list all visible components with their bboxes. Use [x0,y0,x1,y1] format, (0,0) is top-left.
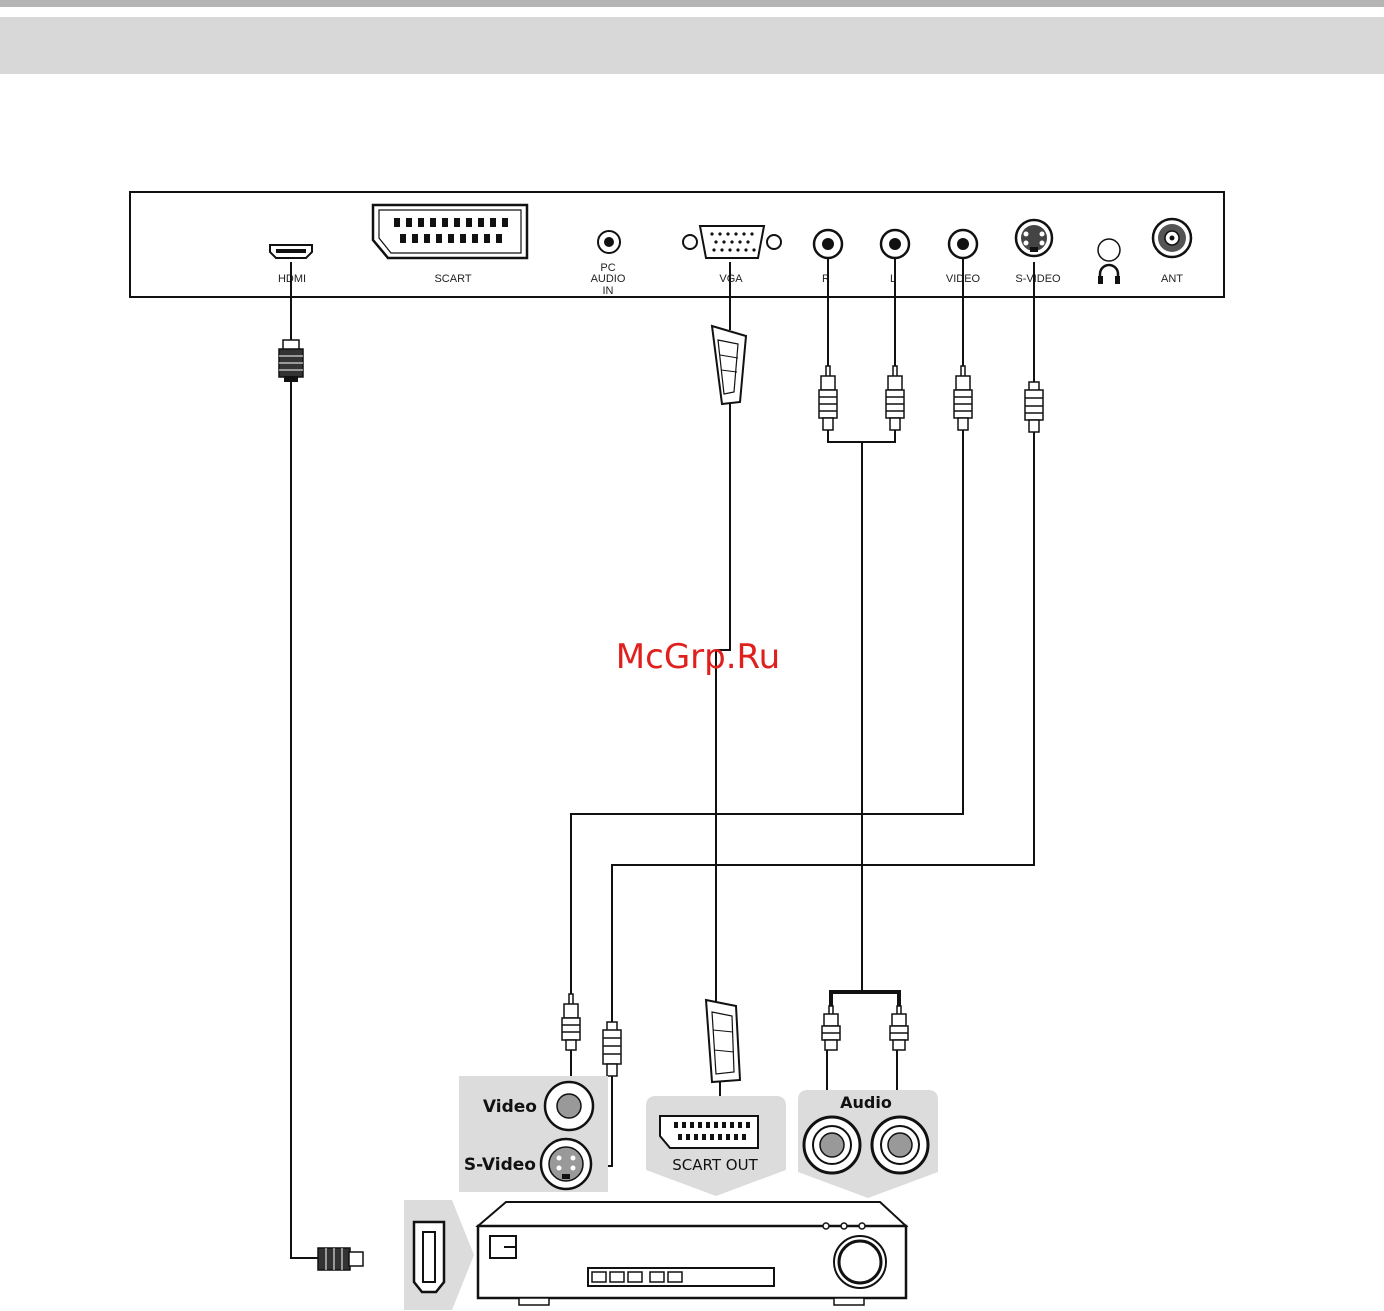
device-audio-r-jack-icon [804,1117,860,1173]
scart-plug-bottom-icon [706,1000,740,1082]
hdmi-cable [291,380,322,1258]
device-video-label: Video [483,1097,537,1117]
pc-audio-label-line2: AUDIO [591,273,626,285]
rca-plug-video-bottom-icon [562,994,580,1050]
vga-scart-cable [716,400,730,1002]
tv-rear-panel: HDMI SCART PC AUDIO IN [130,192,1224,297]
pc-audio-jack-icon [598,231,620,253]
video-cable [571,430,963,1000]
audio-r-jack-icon [814,230,842,258]
antenna-port-icon [1153,219,1191,257]
vga-port-label: VGA [719,273,743,285]
rca-plug-r-top-icon [819,366,837,430]
rca-plug-video-top-icon [954,366,972,430]
s-video-port-icon [1016,220,1052,256]
device-scart-out-label: SCART OUT [672,1156,758,1174]
antenna-port-label: ANT [1161,273,1183,285]
rca-plug-l-bottom-icon [890,1006,908,1050]
video-jack-icon [949,230,977,258]
scart-port-icon [373,205,527,258]
audio-l-jack-icon [881,230,909,258]
hdmi-plug-bottom-icon [318,1248,363,1270]
device-s-video-label: S-Video [464,1155,536,1175]
top-rule [0,0,1384,7]
device-audio-label: Audio [840,1093,892,1112]
scart-plug-top-icon [712,326,746,404]
device-scart-jack-icon [660,1116,758,1148]
rca-plug-l-top-icon [886,366,904,430]
audio-splitter-top [828,430,895,442]
watermark-text: McGrp.Ru [616,637,780,677]
s-video-plug-bottom-icon [603,1022,621,1076]
s-video-cable [612,432,1034,1026]
rca-plug-r-bottom-icon [822,1006,840,1050]
s-video-plug-top-icon [1025,382,1043,432]
audio-splitter-bottom [831,992,899,1010]
header-bar [0,17,1384,74]
device-audio-l-jack-icon [872,1117,928,1173]
device-s-video-jack-icon [541,1139,591,1189]
headphone-jack-icon [1098,239,1120,261]
device-hdmi-jack-icon [414,1222,444,1292]
pc-audio-label-line3: IN [603,285,614,297]
scart-port-label: SCART [434,273,471,285]
s-video-port-label: S-VIDEO [1015,273,1061,285]
volume-knob-icon [834,1236,886,1288]
device-video-jack-icon [545,1082,593,1130]
external-av-device [478,1202,906,1305]
hdmi-plug-icon [279,340,303,382]
